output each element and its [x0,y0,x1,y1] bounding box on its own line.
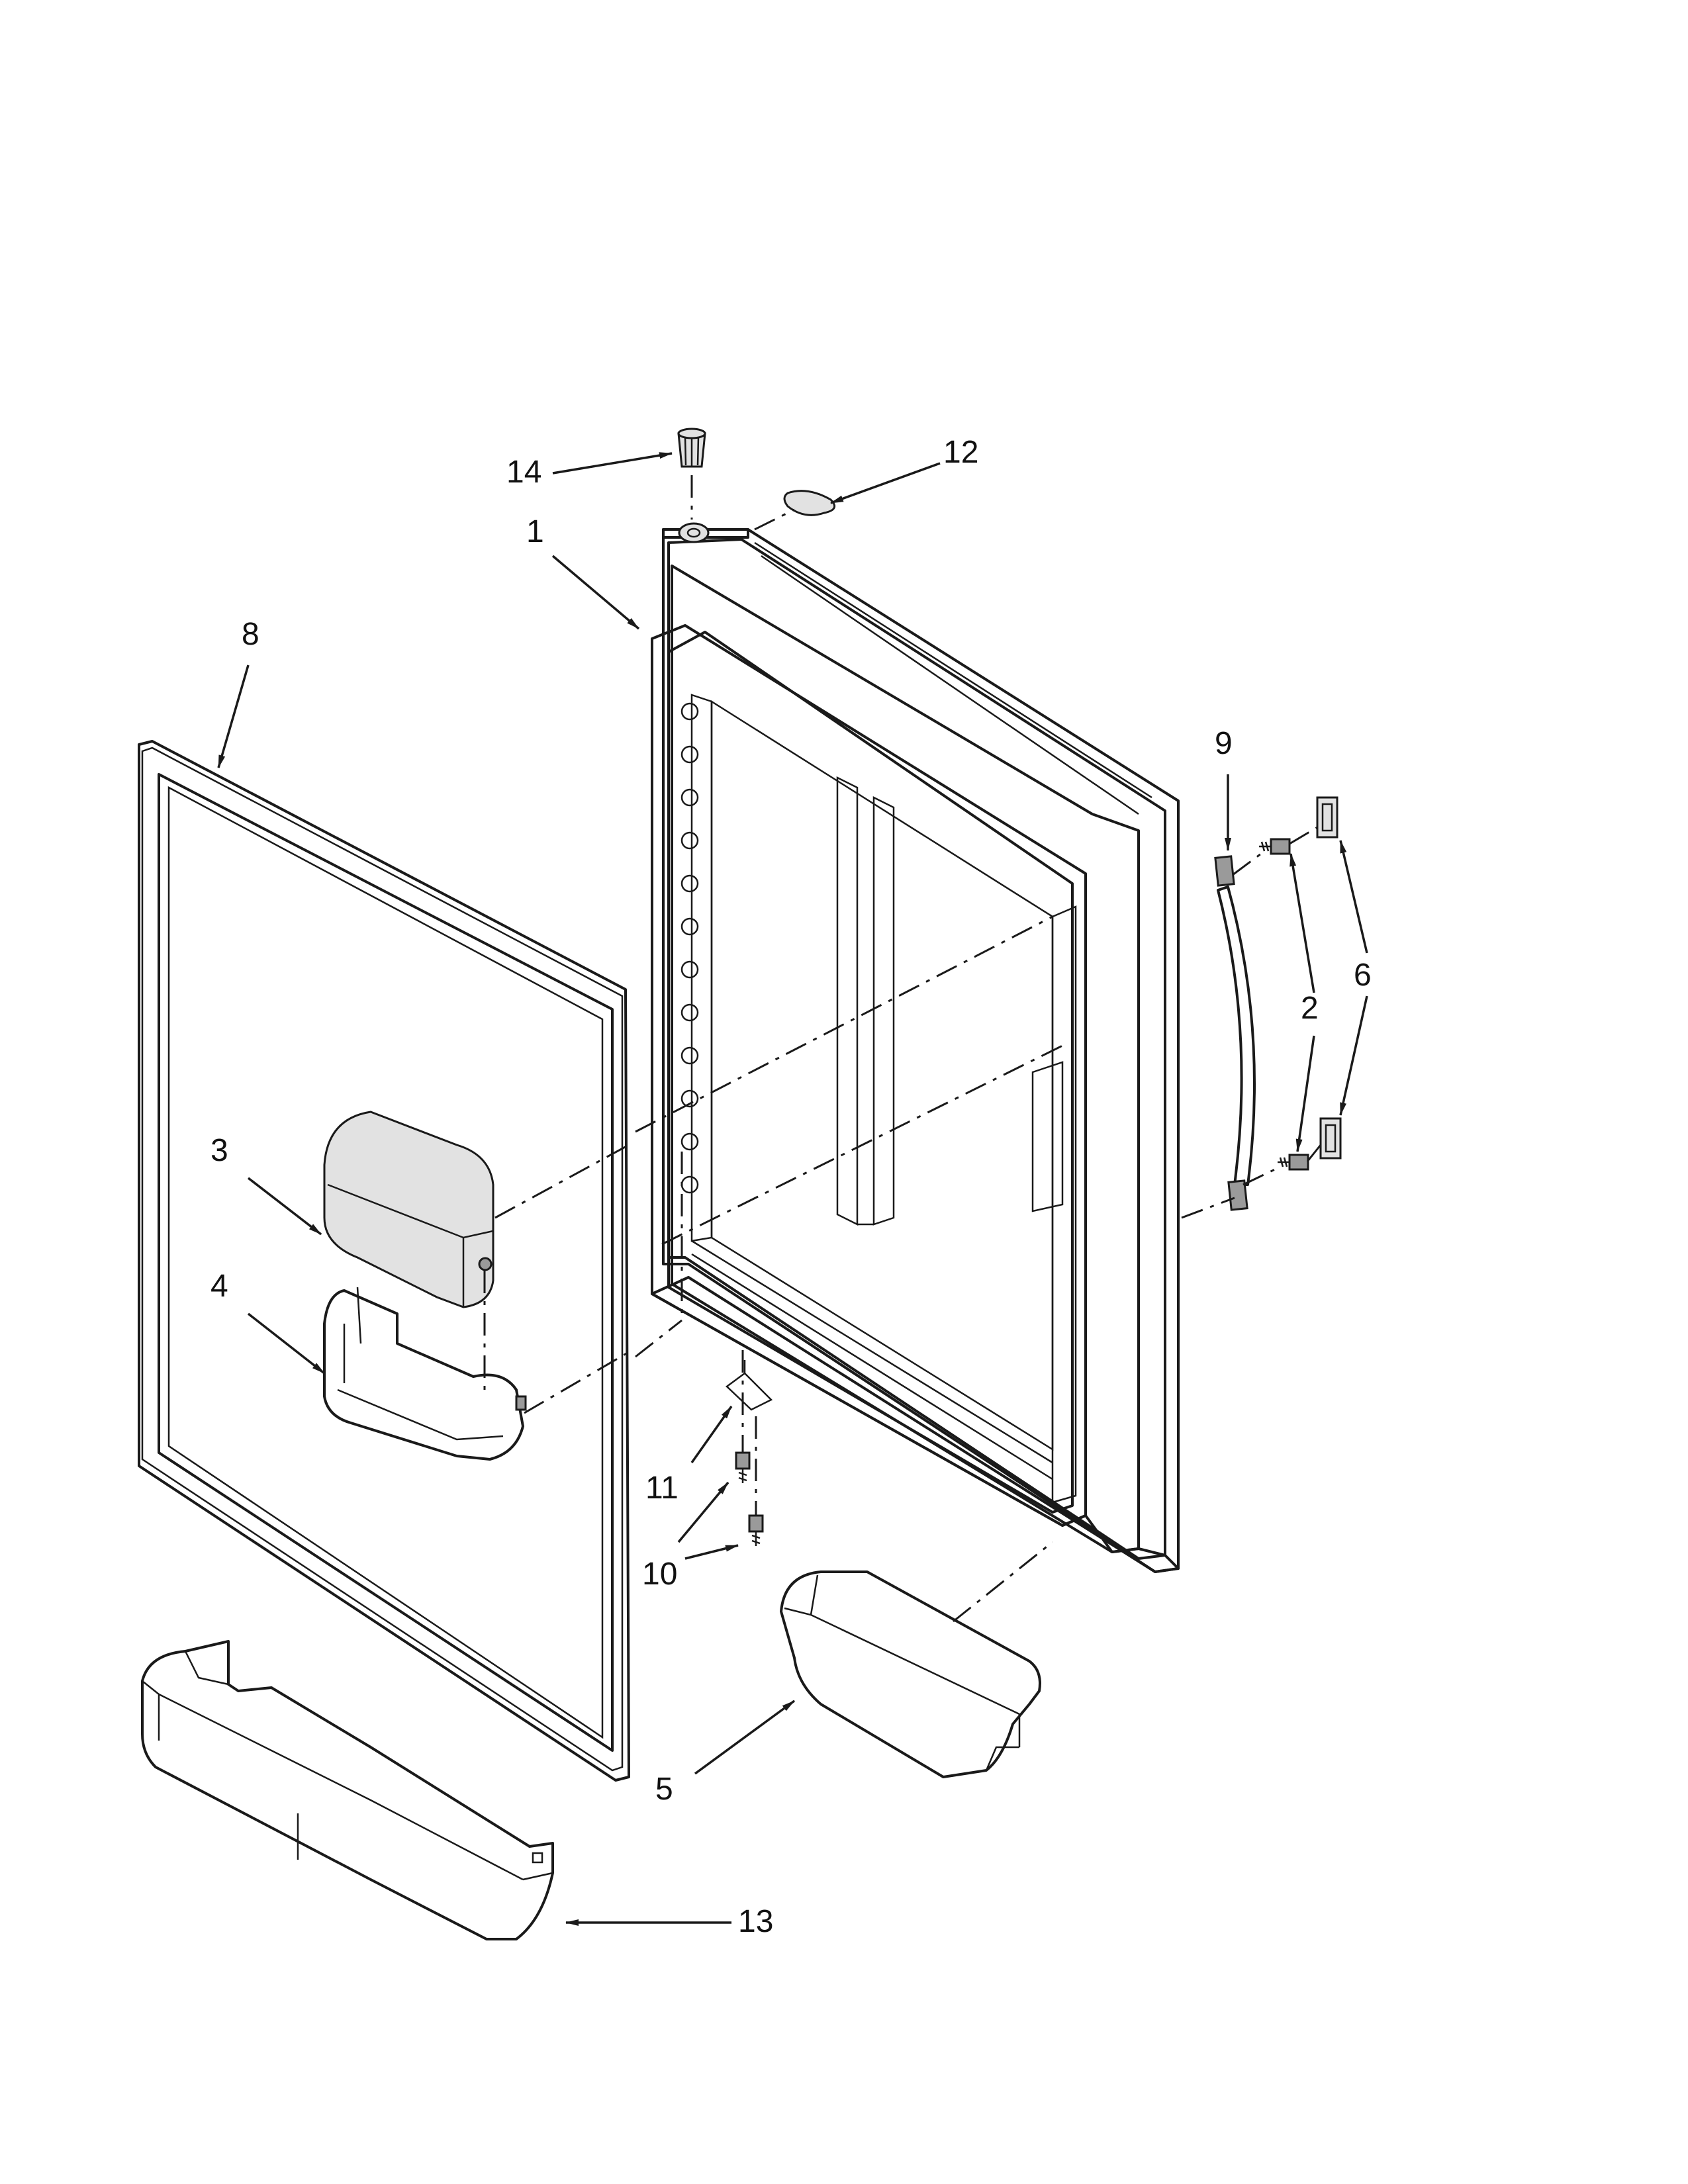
hinge-bushing-part-14 [677,428,706,468]
callout-13: 13 [738,1904,774,1939]
gasket-piece-part-12 [783,490,836,516]
callout-9: 9 [1215,726,1233,761]
plugs-part-6 [1316,796,1342,1160]
callout-5: 5 [655,1772,673,1807]
callout-14: 14 [506,455,542,490]
callout-6: 6 [1354,958,1372,993]
door-panel-part-8 [138,740,630,1782]
callout-1: 1 [526,514,544,549]
handle-screws-part-2 [1259,838,1309,1171]
callout-10: 10 [642,1557,678,1592]
dispenser-tray-part-4 [323,1287,527,1461]
callout-2: 2 [1301,991,1319,1026]
door-frame-part-1 [651,522,1180,1573]
callout-8: 8 [242,617,259,652]
door-bin-part-13 [141,1640,554,1940]
callout-12: 12 [943,435,979,470]
hinge-bracket-part-11 [726,1360,773,1411]
door-handle-part-9 [1214,855,1256,1211]
callout-3: 3 [211,1133,228,1168]
dispenser-cover-part-3 [323,1111,494,1308]
leader-arrows [217,452,1368,1926]
callout-11: 11 [645,1471,679,1506]
assembly-lines [483,475,1322,1623]
hinge-screws-part-10 [735,1451,764,1546]
callout-4: 4 [211,1269,228,1304]
door-bin-part-5 [780,1570,1041,1778]
